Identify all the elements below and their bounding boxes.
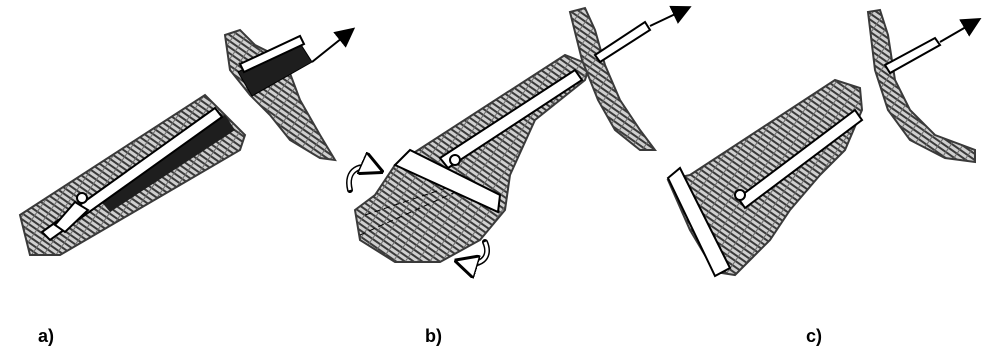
panel-b-upper-rod	[595, 22, 650, 62]
panel-a-pull-arrow	[312, 30, 352, 62]
panel-b-pin	[450, 155, 460, 165]
panel-b	[349, 8, 688, 264]
panel-c	[668, 10, 978, 276]
panel-a-label: a)	[38, 326, 54, 347]
panel-a	[20, 30, 352, 255]
panel-b-pull-arrow	[650, 8, 688, 26]
panel-c-pin	[735, 190, 745, 200]
panel-c-fabric-arc	[868, 10, 975, 162]
panel-c-label: c)	[806, 326, 822, 347]
panel-a-pin	[77, 193, 87, 203]
panel-c-upper-rod	[885, 38, 940, 73]
panel-c-pull-arrow	[940, 20, 978, 42]
panel-b-label: b)	[425, 326, 442, 347]
